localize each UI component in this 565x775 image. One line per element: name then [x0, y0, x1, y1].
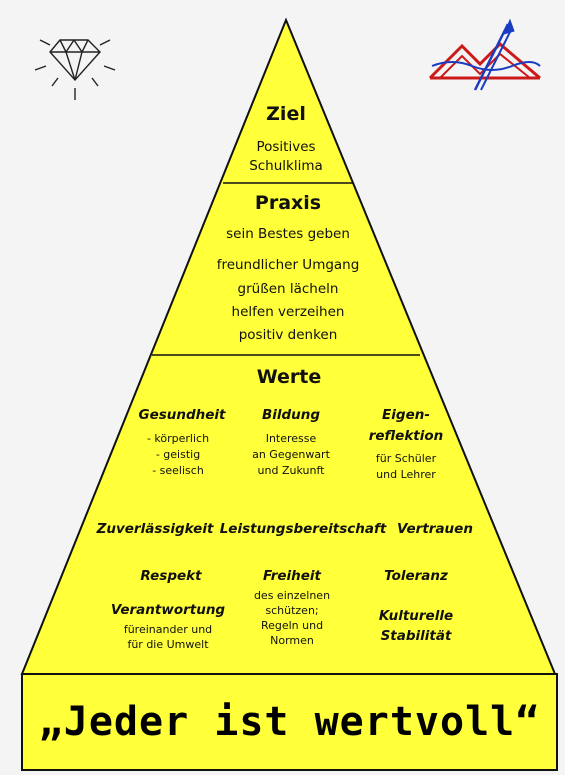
- vertrauen-label: Vertrauen: [397, 521, 473, 537]
- gesundheit-title: Gesundheit: [138, 407, 226, 423]
- ziel-line-2: Schulklima: [249, 158, 323, 174]
- freiheit-line-1: des einzelnen: [253, 589, 331, 602]
- praxis-line-5: positiv denken: [238, 327, 338, 343]
- bildung-title: Bildung: [261, 407, 321, 423]
- verantwortung-line-1: füreinander und: [123, 623, 213, 636]
- praxis-line-1: sein Bestes geben: [226, 226, 350, 242]
- motto-box: [21, 673, 558, 771]
- kulturelle-title-1: Kulturelle: [378, 608, 454, 624]
- praxis-line-4: helfen verzeihen: [231, 304, 345, 320]
- ziel-line-1: Positives: [256, 139, 316, 155]
- bildung-line-1: Interesse: [265, 432, 317, 445]
- werte-title: Werte: [256, 366, 322, 388]
- eigenreflektion-line-1: für Schüler: [375, 452, 437, 465]
- bildung-line-3: und Zukunft: [257, 464, 325, 477]
- gesundheit-line-1: - körperlich: [146, 432, 210, 445]
- school-logo-icon: [428, 18, 541, 91]
- respekt-label: Respekt: [140, 568, 202, 584]
- motto-text: „Jeder ist wertvoll“: [38, 699, 541, 745]
- ziel-title: Ziel: [266, 103, 306, 125]
- praxis-line-2: freundlicher Umgang: [216, 257, 360, 273]
- eigenreflektion-line-2: und Lehrer: [376, 468, 436, 481]
- eigenreflektion-title-1: Eigen-: [382, 407, 430, 423]
- gesundheit-line-2: - geistig: [155, 448, 201, 461]
- toleranz-label: Toleranz: [384, 568, 448, 584]
- verantwortung-title: Verantwortung: [110, 602, 226, 618]
- praxis-title: Praxis: [254, 192, 322, 214]
- praxis-line-3: grüßen lächeln: [237, 281, 339, 297]
- diamond-icon: [34, 39, 116, 100]
- eigenreflektion-title-2: reflektion: [368, 428, 444, 444]
- gesundheit-line-3: - seelisch: [152, 464, 204, 477]
- verantwortung-line-2: für die Umwelt: [127, 638, 209, 651]
- freiheit-line-3: Regeln und: [260, 619, 324, 632]
- bildung-line-2: an Gegenwart: [252, 448, 330, 461]
- leistungsbereitschaft-label: Leistungsbereitschaft: [219, 521, 387, 537]
- freiheit-line-4: Normen: [270, 634, 314, 647]
- zuverlaessigkeit-label: Zuverlässigkeit: [96, 521, 214, 537]
- kulturelle-title-2: Stabilität: [380, 628, 452, 644]
- freiheit-line-2: schützen;: [265, 604, 319, 617]
- freiheit-title: Freiheit: [262, 568, 322, 584]
